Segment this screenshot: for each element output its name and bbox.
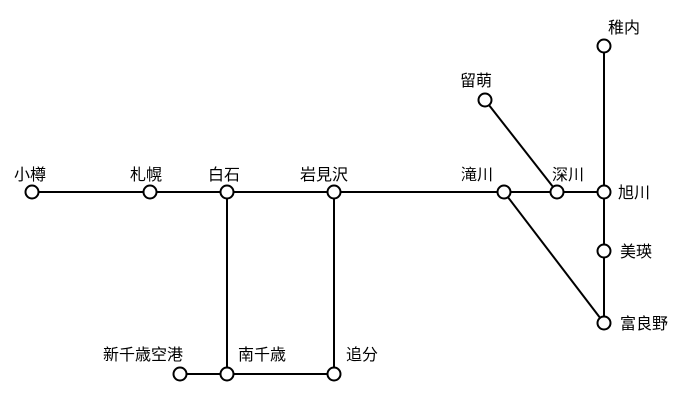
station-iwamizawa[interactable] xyxy=(326,184,342,200)
station-biei[interactable] xyxy=(596,243,612,259)
label-fukagawa: 深川 xyxy=(552,165,584,184)
label-otaru: 小樽 xyxy=(14,165,46,184)
label-biei: 美瑛 xyxy=(620,242,652,261)
label-sapporo: 札幌 xyxy=(130,165,162,184)
track-lines xyxy=(32,46,605,375)
station-rumoi[interactable] xyxy=(477,92,493,108)
station-otaru[interactable] xyxy=(24,184,40,200)
station-labels: 小樽 札幌 白石 岩見沢 滝川 深川 旭川 稚内 留萌 美瑛 富良野 新千歳空港… xyxy=(14,18,668,364)
label-wakkanai: 稚内 xyxy=(608,18,640,37)
label-asahikawa: 旭川 xyxy=(618,183,650,202)
label-minami-chitose: 南千歳 xyxy=(238,345,286,364)
station-fukagawa[interactable] xyxy=(549,184,565,200)
track-takikawa-furano xyxy=(503,191,605,324)
track-fukagawa-rumoi xyxy=(484,99,558,193)
label-shin-chitose: 新千歳空港 xyxy=(103,345,183,364)
label-oiwake: 追分 xyxy=(346,345,378,364)
station-sapporo[interactable] xyxy=(142,184,158,200)
label-iwamizawa: 岩見沢 xyxy=(300,165,348,184)
station-takikawa[interactable] xyxy=(496,184,512,200)
label-takikawa: 滝川 xyxy=(461,165,493,184)
station-asahikawa[interactable] xyxy=(596,184,612,200)
station-minami-chitose[interactable] xyxy=(219,366,235,382)
station-shiroishi[interactable] xyxy=(219,184,235,200)
stations xyxy=(24,38,612,382)
station-furano[interactable] xyxy=(596,315,612,331)
label-rumoi: 留萌 xyxy=(460,71,492,90)
label-shiroishi: 白石 xyxy=(208,165,240,184)
station-oiwake[interactable] xyxy=(326,366,342,382)
station-wakkanai[interactable] xyxy=(596,38,612,54)
label-furano: 富良野 xyxy=(620,314,668,333)
station-shin-chitose[interactable] xyxy=(172,366,188,382)
